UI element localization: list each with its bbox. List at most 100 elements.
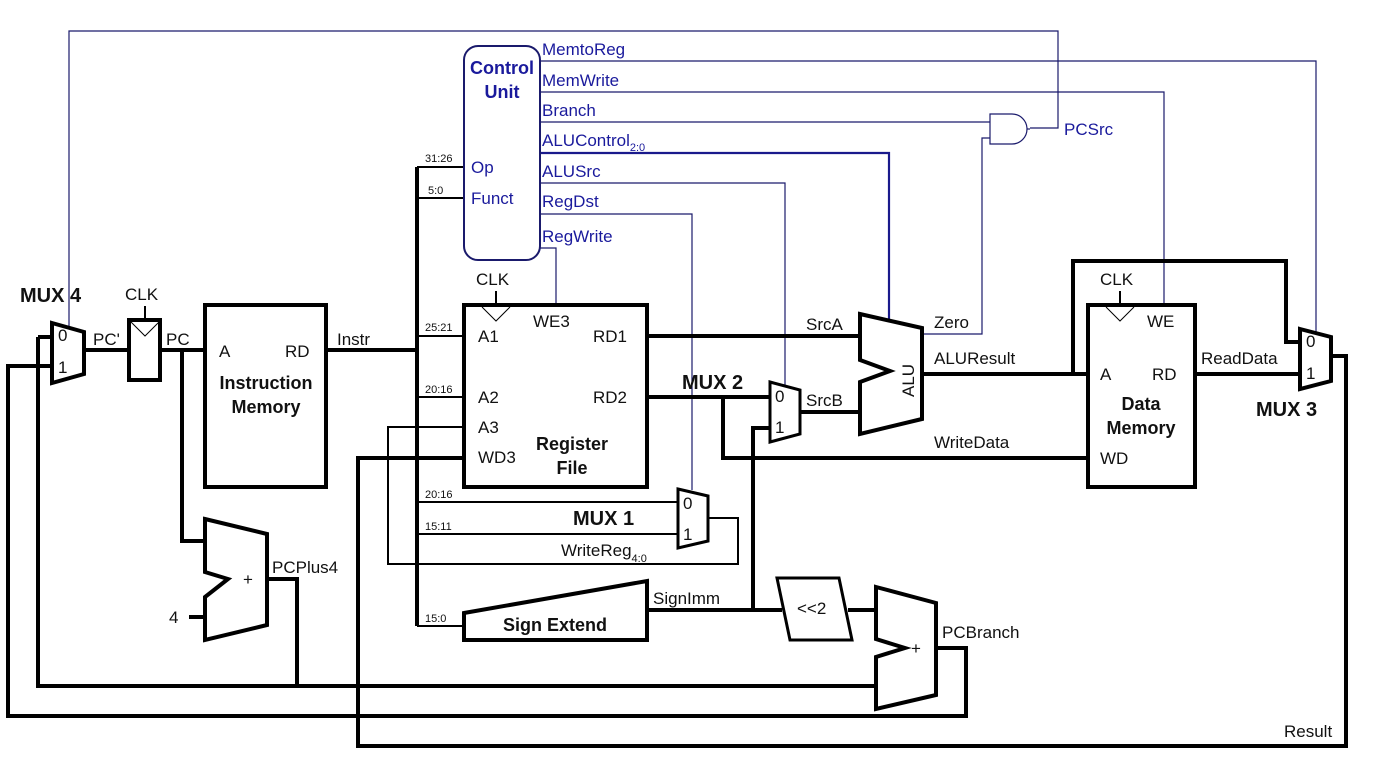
alu-label: ALU — [899, 364, 918, 397]
data-wires — [6, 166, 1348, 748]
shift-left-2-body — [775, 576, 854, 642]
pcbranch-wire — [6, 364, 968, 718]
sign-extend: Sign Extend SignImm — [462, 578, 720, 642]
writereg-label: WriteReg4:0 — [561, 541, 647, 565]
rf-rd1-label: RD1 — [593, 327, 627, 346]
op-label: Op — [471, 158, 494, 177]
alucontrol-label: ALUControl2:0 — [542, 131, 645, 154]
instr-label: Instr — [337, 330, 370, 349]
rf-wd3-label: WD3 — [478, 448, 516, 467]
branch-adder-body — [874, 584, 938, 712]
bitfield-op: 31:26 — [425, 153, 453, 165]
data-memory: CLK WE A RD Data Memory WD ReadData — [1086, 270, 1278, 489]
control-unit-body — [463, 45, 541, 261]
bitfield-a1: 25:21 — [425, 322, 453, 334]
mux2-in0-label: 0 — [775, 387, 784, 406]
signimm-to-mux2-wire — [751, 426, 770, 610]
bitfield-mux1-in1: 15:11 — [425, 521, 452, 533]
readdata-label: ReadData — [1201, 349, 1278, 368]
pc-adder-plus: + — [243, 570, 253, 589]
rf-title-2: File — [556, 458, 587, 478]
mux4-in1-label: 1 — [58, 358, 67, 377]
srcb-label: SrcB — [806, 391, 843, 410]
mux2-title: MUX 2 — [682, 372, 743, 394]
pc-register: CLK PC' PC — [93, 285, 190, 382]
mux3-title: MUX 3 — [1256, 399, 1317, 421]
data-memory-body — [1086, 303, 1197, 489]
mux1-body — [676, 487, 710, 550]
dm-title-1: Data — [1121, 394, 1161, 414]
alucontrol-text: ALUControl — [542, 131, 630, 150]
pc-adder-body — [203, 516, 269, 643]
mux1-in1-label: 1 — [683, 525, 692, 544]
imem-port-a: A — [219, 342, 231, 361]
aluresult-label: ALUResult — [934, 349, 1016, 368]
control-unit: Control Unit Op Funct MemtoReg MemWrite … — [463, 40, 645, 261]
mux4-in0-label: 0 — [58, 326, 67, 345]
imem-title-2: Memory — [231, 397, 300, 417]
mux3-body — [1298, 326, 1333, 392]
memtoreg-label: MemtoReg — [542, 40, 625, 59]
branch-and-gate: PCSrc — [989, 113, 1114, 145]
pcplus4-wire — [267, 577, 299, 686]
zero-wire — [922, 137, 990, 335]
aluresult-to-mux3-wire — [1071, 259, 1300, 374]
bit-field-labels: 31:26 5:0 25:21 20:16 20:16 15:11 15:0 — [425, 153, 453, 625]
rf-we3-label: WE3 — [533, 312, 570, 331]
pcsrc-label: PCSrc — [1064, 120, 1114, 139]
dm-port-wd: WD — [1100, 449, 1128, 468]
rf-a1-label: A1 — [478, 327, 499, 346]
dm-we-label: WE — [1147, 312, 1174, 331]
writereg-text: WriteReg — [561, 541, 632, 560]
instruction-memory: A RD Instruction Memory Instr — [203, 303, 370, 489]
memtoreg-wire — [540, 60, 1317, 336]
writereg-wire — [387, 426, 739, 565]
alucontrol-subscript: 2:0 — [630, 142, 645, 154]
pc-to-adder-wire — [180, 350, 205, 543]
sign-extend-body — [462, 578, 649, 642]
mux2: 0 1 MUX 2 SrcB SrcA — [682, 315, 844, 444]
writedata-label: WriteData — [934, 433, 1010, 452]
memwrite-wire — [540, 91, 1165, 306]
mux1: 0 1 MUX 1 WriteReg4:0 — [561, 487, 710, 565]
mux4-body — [50, 320, 86, 386]
register-file: CLK WE3 A1 A2 A3 WD3 RD1 RD2 Register Fi… — [462, 270, 649, 489]
alusrc-label: ALUSrc — [542, 162, 601, 181]
regdst-label: RegDst — [542, 192, 599, 211]
pcsrc-wire — [68, 30, 1059, 326]
pc-label: PC — [166, 330, 190, 349]
imem-port-rd: RD — [285, 342, 310, 361]
bitfield-funct: 5:0 — [428, 185, 443, 197]
pc-prime-label: PC' — [93, 330, 120, 349]
mux4-title: MUX 4 — [20, 285, 82, 307]
bitfield-signext: 15:0 — [425, 613, 446, 625]
branch-label: Branch — [542, 101, 596, 120]
control-wires — [68, 30, 1317, 490]
shift-left-2-label: <<2 — [797, 599, 826, 618]
sign-extend-label: Sign Extend — [503, 615, 607, 635]
result-label: Result — [1284, 722, 1332, 741]
dm-clk-label: CLK — [1100, 270, 1134, 289]
bitfield-a2: 20:16 — [425, 384, 453, 396]
shift-left-2: <<2 — [775, 576, 854, 642]
clock-triangle-icon — [481, 306, 511, 322]
writedata-wire — [721, 397, 1088, 460]
mux3: 0 1 MUX 3 Result — [1256, 326, 1333, 741]
rf-clk-label: CLK — [476, 270, 510, 289]
regwrite-label: RegWrite — [542, 227, 613, 246]
clock-triangle-icon — [130, 321, 160, 337]
dm-port-a: A — [1100, 365, 1112, 384]
mux2-body — [768, 380, 802, 444]
regwrite-wire — [540, 247, 557, 306]
rf-a3-label: A3 — [478, 418, 499, 437]
memwrite-label: MemWrite — [542, 71, 619, 90]
pc-clk-label: CLK — [125, 285, 159, 304]
pcplus4-label: PCPlus4 — [272, 558, 338, 577]
writereg-subscript: 4:0 — [632, 553, 647, 565]
funct-label: Funct — [471, 189, 514, 208]
pc-register-body — [127, 318, 162, 382]
srca-label: SrcA — [806, 315, 844, 334]
alu: ALU Zero ALUResult WriteData — [858, 311, 1016, 452]
register-file-body — [462, 303, 649, 489]
